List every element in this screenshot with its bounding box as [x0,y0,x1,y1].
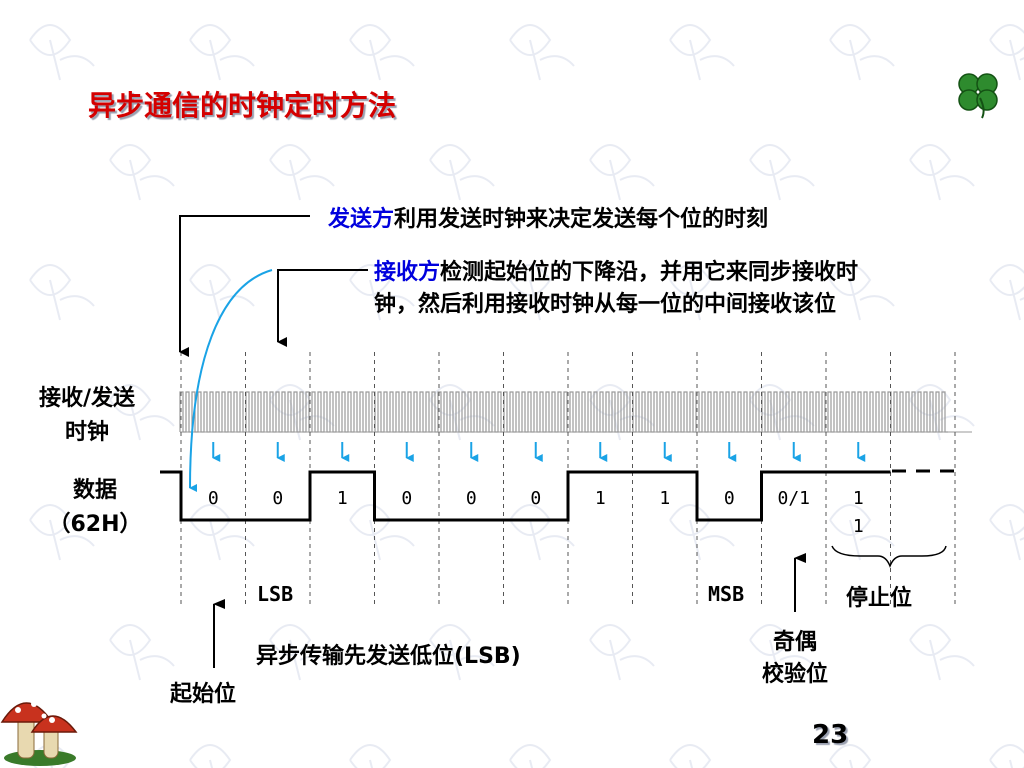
data-label-line2: （62H） [48,512,142,537]
data-label-line1: 数据 [72,478,117,503]
lsb-note: 异步传输先发送低位(LSB) [256,644,521,669]
stop-bit-label: 停止位 [846,586,913,611]
sender-note: 发送方利用发送时钟来决定发送每个位的时刻 [328,202,768,238]
bit-value-7: 1 [659,488,670,509]
bit-value-4: 0 [466,488,477,509]
sender-pointer [179,215,310,357]
bit-value-2: 1 [337,488,348,509]
parity-label-line1: 奇偶 [772,630,817,655]
sample-arrows [212,442,866,462]
lsb-label: LSB [257,582,294,606]
clock-label-line2: 时钟 [64,420,109,445]
page-number: 23 [812,720,849,750]
bit-value-10: 1 [853,488,864,509]
receiver-note: 接收方检测起始位的下降沿，并用它来同步接收时 [374,255,858,291]
receiver-text-line2: 钟，然后利用接收时钟从每一位的中间接收该位 [374,292,837,317]
clock-label-line1: 接收/发送 [38,386,136,411]
falling-edge-arrow [189,269,273,493]
sender-highlight: 发送方 [328,207,395,232]
sender-text: 利用发送时钟来决定发送每个位的时刻 [394,207,769,232]
bit-values: 0 0 1 0 0 0 1 1 0 0/1 1 1 [208,488,864,537]
bit-value-8: 0 [724,488,735,509]
receiver-highlight: 接收方 [374,260,441,285]
clock-waveform [179,391,972,433]
start-bit-label: 起始位 [170,682,237,707]
bit-value-6: 1 [595,488,606,509]
bit-value-3: 0 [401,488,412,509]
slide-title: 异步通信的时钟定时方法 [88,89,397,122]
bit-value-5: 0 [530,488,541,509]
parity-label-line2: 校验位 [761,662,828,687]
msb-label: MSB [708,582,745,606]
bit-value-0: 0 [208,488,219,509]
stop-bit-brace [831,545,947,569]
bit-boundaries [180,352,956,604]
extra-bit-value: 1 [853,516,864,537]
bit-value-9: 0/1 [777,488,810,509]
bit-value-1: 0 [272,488,283,509]
receiver-pointer [277,269,368,347]
data-waveform [160,469,960,522]
receiver-text-line1: 检测起始位的下降沿，并用它来同步接收时 [440,260,859,285]
